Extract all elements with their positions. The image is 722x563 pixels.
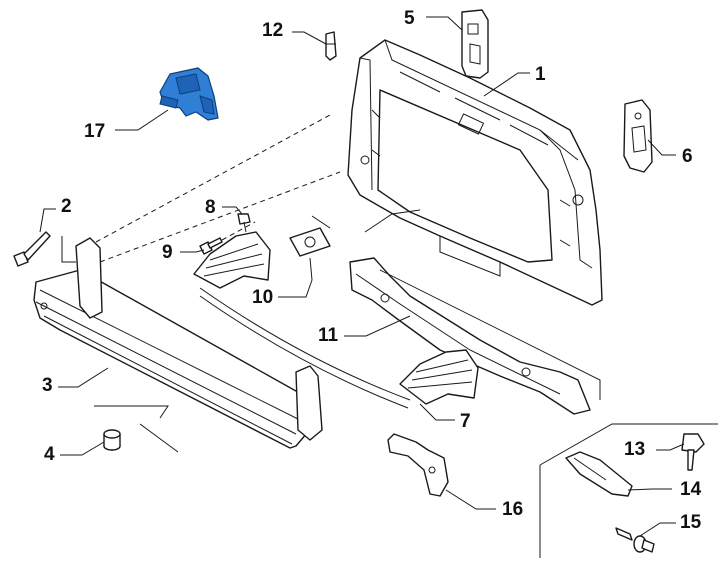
lower-bracket[interactable]	[387, 433, 449, 497]
lower-crossmember[interactable]	[349, 257, 591, 415]
bushing[interactable]	[103, 429, 121, 451]
callout-1: 1	[535, 64, 546, 85]
callout-3: 3	[42, 375, 53, 396]
callout-4: 4	[44, 444, 55, 465]
flange-bolt[interactable]	[681, 433, 705, 471]
crash-box-assembly[interactable]	[193, 231, 479, 409]
leader-lines	[39, 16, 685, 537]
callout-10: 10	[252, 287, 273, 308]
callout-8: 8	[205, 197, 216, 218]
plate-bracket[interactable]	[289, 227, 331, 257]
push-rivet[interactable]	[615, 527, 655, 553]
front-panel-frame[interactable]	[347, 39, 603, 306]
small-clip[interactable]	[325, 31, 337, 61]
callout-13: 13	[624, 439, 645, 460]
callout-7: 7	[460, 411, 471, 432]
callout-5: 5	[404, 8, 415, 29]
callout-17: 17	[84, 121, 105, 142]
callout-labels: 1 2 3 4 5 6 7 8 9 10 11 12 13 14 15 16 1…	[42, 8, 702, 533]
callout-2: 2	[61, 196, 72, 217]
callout-6: 6	[682, 146, 693, 167]
callout-9: 9	[162, 242, 173, 263]
assembly-lines	[61, 114, 718, 558]
callout-12: 12	[262, 20, 283, 41]
small-screw[interactable]	[237, 213, 251, 233]
side-bracket[interactable]	[623, 99, 653, 173]
strap-bracket[interactable]	[565, 451, 633, 497]
callout-11: 11	[318, 325, 339, 346]
bolt-short[interactable]	[199, 237, 223, 255]
callout-14: 14	[680, 479, 702, 500]
callout-16: 16	[502, 499, 523, 520]
highlighted-bracket[interactable]	[159, 67, 219, 121]
callout-15: 15	[680, 512, 702, 533]
bumper-beam[interactable]	[33, 237, 323, 449]
bolt-long[interactable]	[13, 231, 51, 267]
upper-bracket[interactable]	[461, 9, 489, 79]
